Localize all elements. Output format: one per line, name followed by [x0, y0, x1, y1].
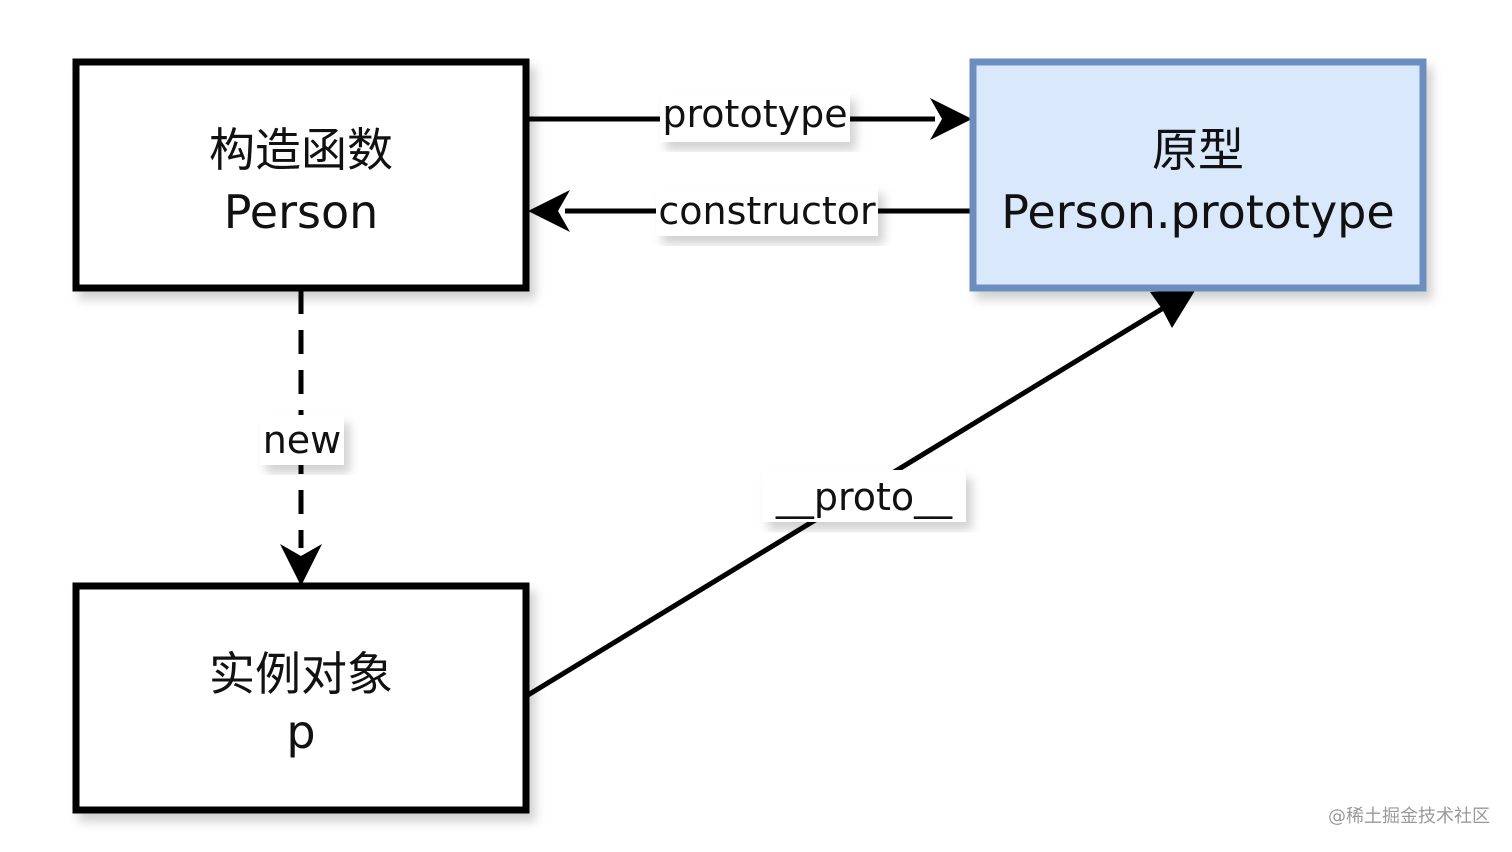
- edge-new-label-bg: [260, 415, 344, 465]
- edge-constructor-arrowhead: [528, 190, 570, 232]
- edge-prototype: prototype: [527, 92, 972, 142]
- edge-proto: __proto__: [526, 289, 1196, 698]
- node-constructor-title: 构造函数: [209, 123, 393, 177]
- edge-constructor: constructor: [528, 186, 972, 236]
- edge-proto-label: __proto__: [775, 475, 953, 519]
- edge-new: new: [260, 290, 344, 586]
- edge-constructor-label: constructor: [658, 189, 876, 233]
- edge-new-label: new: [263, 418, 342, 462]
- edge-prototype-label: prototype: [662, 92, 847, 136]
- node-constructor-name: Person: [224, 185, 379, 239]
- edge-constructor-label-bg: [656, 186, 878, 236]
- node-instance-title: 实例对象: [209, 647, 393, 701]
- node-prototype-box: [969, 58, 1427, 292]
- node-instance-box: [72, 582, 530, 814]
- node-constructor-person: 构造函数 Person: [72, 58, 530, 292]
- watermark-text: @稀土掘金技术社区: [1328, 806, 1490, 827]
- edge-prototype-arrowhead: [930, 98, 972, 140]
- edge-new-arrowhead: [280, 544, 322, 586]
- node-constructor-box: [72, 58, 530, 292]
- node-instance-name: p: [286, 705, 315, 759]
- edge-proto-label-bg: [762, 470, 966, 522]
- node-instance: 实例对象 p: [72, 582, 530, 814]
- edge-proto-arrowhead: [1150, 289, 1196, 328]
- node-prototype: 原型 Person.prototype: [969, 58, 1427, 292]
- node-prototype-name: Person.prototype: [1001, 185, 1394, 239]
- node-prototype-title: 原型: [1152, 123, 1244, 177]
- edge-prototype-label-bg: [660, 92, 850, 142]
